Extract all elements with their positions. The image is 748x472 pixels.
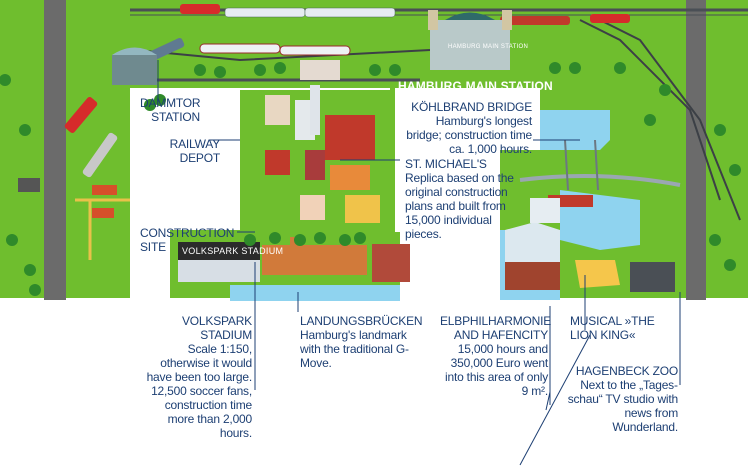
label-title: HAGENBECK ZOO	[575, 364, 678, 378]
label-dammtor-station: DAMMTOR STATION	[140, 96, 201, 124]
label-kohlbrand-bridge: KÖHLBRAND BRIDGE Hamburg's longest bridg…	[400, 100, 532, 156]
label-text: Hamburg's landmark with the traditional …	[300, 328, 409, 370]
label-text: Replica based on the original constructi…	[405, 171, 514, 241]
label-title: MUSICAL »THE LION KING«	[570, 314, 655, 342]
label-text: Hamburg's longest bridge; construction t…	[406, 114, 532, 156]
label-title: ELBPHILHARMONIE AND HAFENCITY	[440, 314, 552, 342]
label-text: 15,000 hours and 350,000 Euro went into …	[445, 342, 548, 398]
label-title: CONSTRUCTION SITE	[140, 226, 235, 254]
label-title: VOLKSPARK STADIUM	[181, 314, 252, 342]
label-text: Scale 1:150, otherwise it would have bee…	[146, 342, 253, 440]
label-title: LANDUNGSBRÜCKEN	[300, 314, 423, 328]
label-title: KÖHLBRAND BRIDGE	[411, 100, 532, 114]
label-construction-site: CONSTRUCTION SITE	[140, 226, 245, 254]
stadium-sign: VOLKSPARK STADIUM	[182, 246, 284, 256]
label-landungsbruecken: LANDUNGSBRÜCKEN Hamburg's landmark with …	[300, 314, 423, 370]
label-hagenbeck-zoo: HAGENBECK ZOO Next to the „Tages­schau“ …	[560, 364, 679, 434]
station-sign: HAMBURG MAIN STATION	[448, 44, 529, 50]
label-title: ST. MICHAEL'S	[405, 157, 487, 171]
label-elbphilharmonie: ELBPHILHARMONIE AND HAFENCITY 15,000 hou…	[440, 314, 552, 398]
label-text: Next to the „Tages­schau“ TV studio with…	[567, 378, 679, 434]
label-musical-lion-king: MUSICAL »THE LION KING«	[570, 314, 665, 342]
label-title: DAMMTOR STATION	[140, 96, 201, 124]
label-railway-depot: RAILWAY DEPOT	[150, 137, 221, 165]
label-volkspark-stadium: VOLKSPARK STADIUM Scale 1:150, otherwise…	[140, 314, 253, 440]
label-st-michaels: ST. MICHAEL'S Replica based on the origi…	[405, 157, 517, 241]
label-title: RAILWAY DEPOT	[169, 137, 221, 165]
main-station-header: HAMBURG MAIN STATION	[398, 79, 553, 93]
